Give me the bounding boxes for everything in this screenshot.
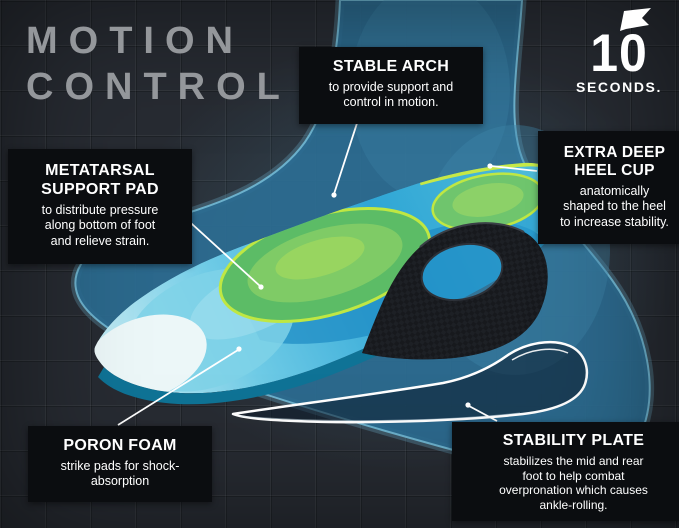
callout-title: EXTRA DEEP HEEL CUP <box>563 144 666 180</box>
page-title: MOTION CONTROL <box>26 18 291 111</box>
callout-body: stabilizes the mid and rear foot to help… <box>499 453 648 512</box>
callout-extra-deep-heel-cup: EXTRA DEEP HEEL CUP anatomically shaped … <box>538 131 679 245</box>
brand-name: SECONDS. <box>576 79 662 95</box>
callout-body: to distribute pressure along bottom of f… <box>41 202 159 248</box>
callout-title: PORON FOAM <box>63 437 177 454</box>
callout-stable-arch: STABLE ARCH to provide support and contr… <box>299 47 483 124</box>
page-title-line2: CONTROL <box>26 66 291 109</box>
callout-line-heel-cup <box>490 165 538 172</box>
brand-logo: 10 SECONDS. <box>571 6 667 95</box>
insole-thickness <box>98 304 456 405</box>
heel-cup-hole-rim <box>420 242 504 302</box>
callout-title: STABILITY PLATE <box>502 432 645 449</box>
callout-line-stable-arch <box>333 113 361 195</box>
callout-title: STABLE ARCH <box>332 58 450 75</box>
callout-body: to provide support and control in motion… <box>328 79 454 110</box>
callout-dot-heel-cup <box>487 163 493 169</box>
callout-dot-stability-plate <box>465 402 471 408</box>
callout-line-poron <box>117 349 239 426</box>
callout-body: anatomically shaped to the heel to incre… <box>560 183 669 229</box>
brand-number: 10 <box>590 23 648 83</box>
callout-dot-metatarsal <box>258 284 264 290</box>
callout-metatarsal-support-pad: METATARSAL SUPPORT PAD to distribute pre… <box>8 149 192 265</box>
arch-pad <box>218 206 432 324</box>
callout-line-stability-plate <box>468 405 498 422</box>
page-title-line1: MOTION <box>26 20 244 62</box>
callout-line-metatarsal <box>180 213 261 287</box>
callout-title: METATARSAL SUPPORT PAD <box>41 162 159 198</box>
callout-stability-plate: STABILITY PLATE stabilizes the mid and r… <box>452 422 679 522</box>
callout-poron-foam: PORON FOAM strike pads for shock-absorpt… <box>28 426 212 502</box>
callout-body: strike pads for shock-absorption <box>60 458 180 489</box>
callout-dot-poron <box>236 346 242 352</box>
pennant-flag-icon <box>620 8 651 31</box>
carbon-heel-cup <box>362 222 548 360</box>
callout-dot-stable-arch <box>331 192 337 198</box>
